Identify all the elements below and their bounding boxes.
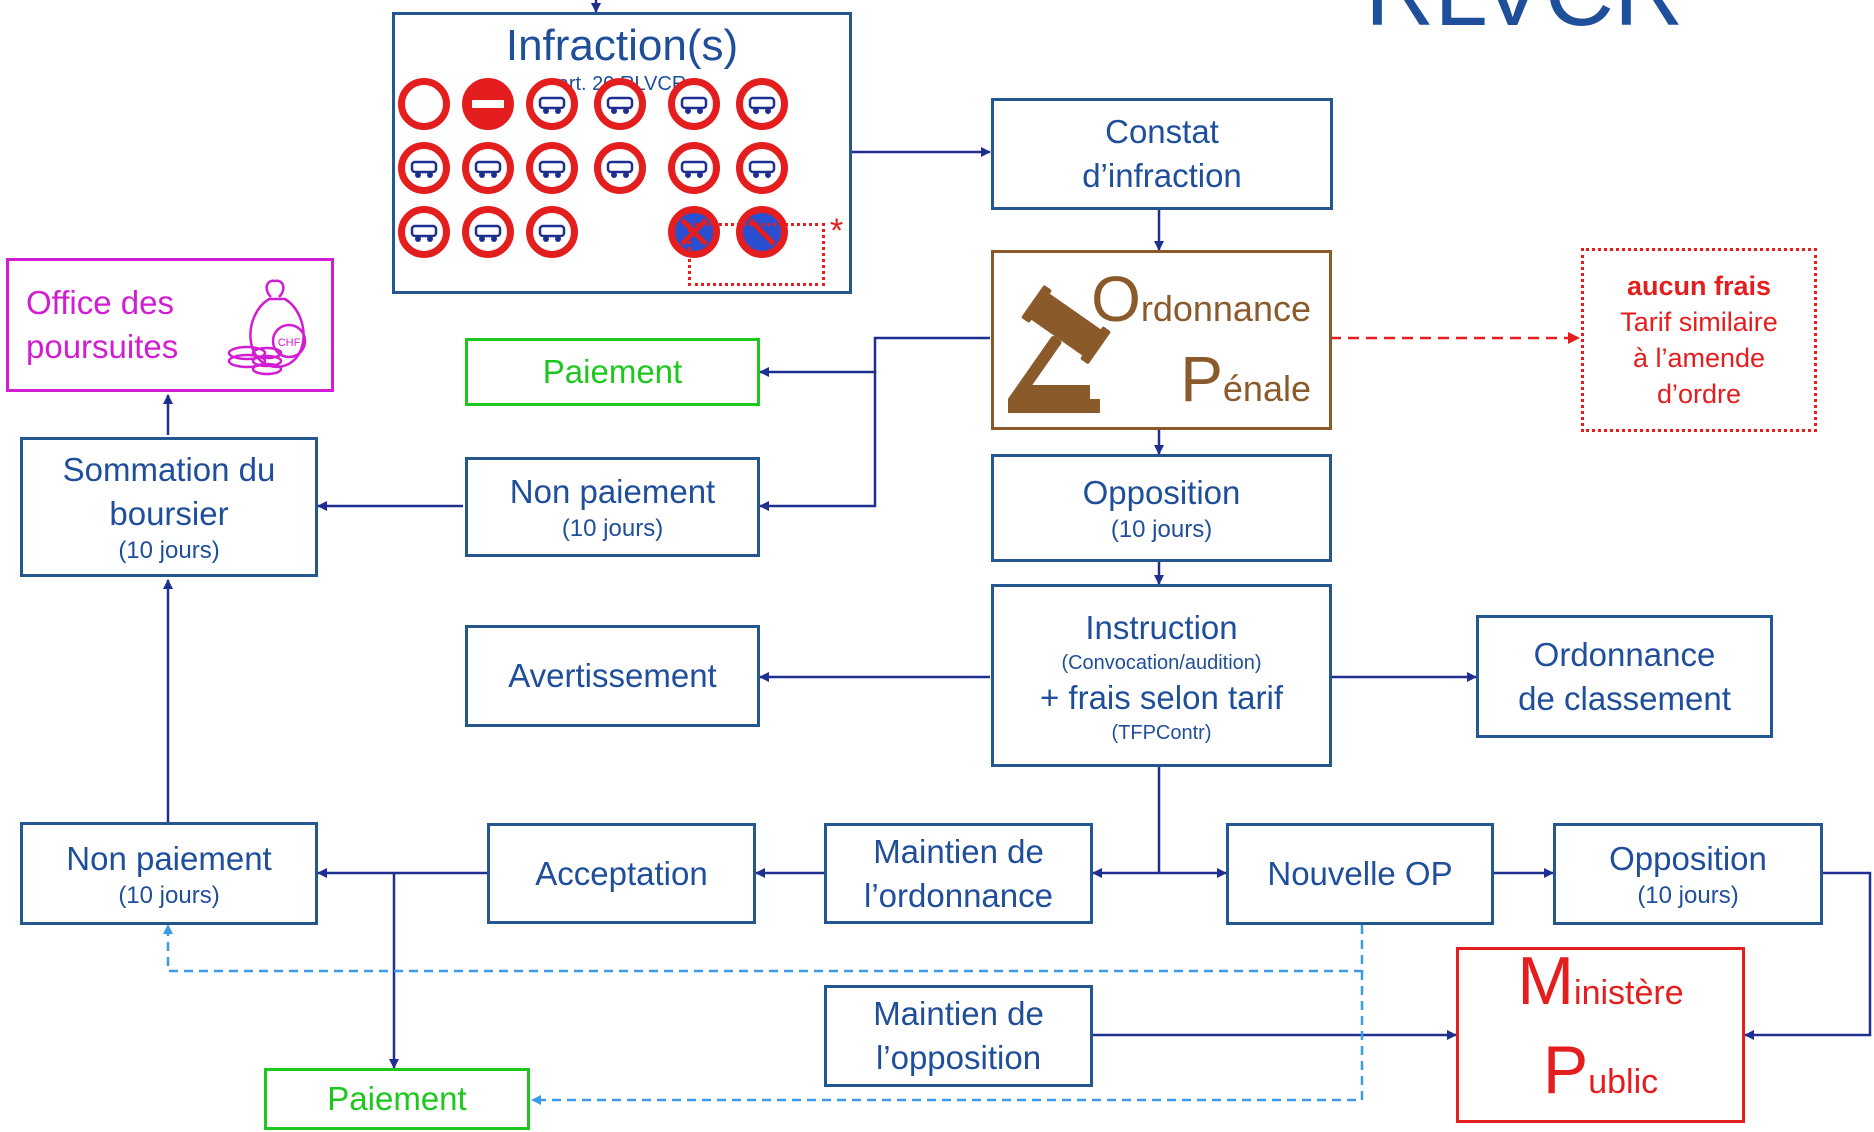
no-pedestrians-sign-icon [736, 142, 788, 194]
constat-box: Constat d’infraction [991, 98, 1333, 210]
classement-line2: de classement [1518, 679, 1731, 717]
maintien-opposition-box: Maintien de l’opposition [824, 985, 1093, 1087]
non-paiement-top-box: Non paiement (10 jours) [465, 457, 760, 557]
acceptation-box: Acceptation [487, 823, 756, 924]
maintien-opposition-line1: Maintien de [873, 995, 1044, 1032]
aucun-frais-line3: d’ordre [1656, 379, 1742, 409]
maintien-opposition-line2: l’opposition [875, 1039, 1042, 1076]
no-bicycles-sign-icon [668, 78, 720, 130]
opposition-top-label: Opposition [1082, 474, 1241, 511]
infraction-asterisk: * [830, 212, 844, 250]
ministere-rest: inistère [1574, 974, 1684, 1012]
constat-line1: Constat [1105, 113, 1219, 150]
no-parking-sign-icon [736, 206, 788, 258]
non-paiement-top-label: Non paiement [509, 473, 716, 510]
no-vehicles-sign-icon [398, 78, 450, 130]
money-bag-icon: CHF [227, 279, 307, 376]
non-paiement-bottom-delay: (10 jours) [118, 881, 220, 909]
ordonnance-initial: O [1091, 263, 1141, 335]
aucun-frais-box: aucun frais Tarif similaire à l’amende d… [1581, 248, 1817, 432]
avertissement-label: Avertissement [508, 657, 717, 694]
non-paiement-top-delay: (10 jours) [561, 515, 664, 542]
maintien-ordonnance-line2: l’ordonnance [864, 876, 1053, 914]
no-cars-sign-icon [526, 78, 578, 130]
public-rest: ublic [1588, 1063, 1659, 1101]
classement-line1: Ordonnance [1533, 635, 1716, 673]
office-line2: poursuites [26, 328, 179, 365]
no-inline-skates-sign-icon [526, 206, 578, 258]
non-paiement-bottom-box: Non paiement (10 jours) [20, 822, 318, 925]
paiement-bottom-box: Paiement [264, 1068, 530, 1130]
public-word: Public [1543, 1035, 1658, 1124]
no-motor-vehicles-sign-icon [594, 142, 646, 194]
corner-title: RLVCR [1365, 0, 1683, 48]
ordonnance-word: Ordonnance [1091, 267, 1311, 331]
opposition-bottom-box: Opposition (10 jours) [1553, 823, 1823, 925]
maintien-ordonnance-line1: Maintien de [873, 832, 1044, 870]
opposition-top-delay: (10 jours) [1110, 516, 1213, 543]
non-paiement-bottom-label: Non paiement [66, 839, 272, 877]
instruction-detail: (Convocation/audition) [1061, 651, 1262, 674]
opposition-top-box: Opposition (10 jours) [991, 454, 1332, 562]
ordonnance-penale-box: Ordonnance Pénale [991, 250, 1332, 430]
ministere-initial: M [1517, 943, 1575, 1019]
no-buses-sign-icon [462, 142, 514, 194]
no-trucks-sign-icon [398, 142, 450, 194]
coin-label: CHF [278, 337, 301, 349]
penale-initial: P [1180, 343, 1223, 415]
arrow-opposition-ministere [1744, 871, 1872, 1040]
no-sledges-sign-icon [398, 206, 450, 258]
no-cycles-and-mopeds-sign-icon [668, 142, 720, 194]
dashed-arrow-nouvelle-paiement [531, 971, 1364, 1105]
ordonnance-rest: rdonnance [1140, 288, 1311, 329]
paiement-top-box: Paiement [465, 338, 760, 406]
ministere-public-box: Ministère Public [1456, 946, 1745, 1124]
gavel-icon [1008, 285, 1111, 413]
instruction-label: Instruction [1085, 608, 1238, 646]
sommation-line1: Sommation du [62, 451, 276, 488]
infraction-title: Infraction(s) [505, 21, 739, 70]
no-stopping-parking-group [688, 223, 825, 286]
avertissement-box: Avertissement [465, 625, 760, 727]
sommation-line2: boursier [109, 495, 229, 532]
sommation-delay: (10 jours) [118, 537, 220, 564]
paiement-bottom-label: Paiement [327, 1080, 467, 1117]
arrow-ordonnance-paiement [759, 336, 990, 377]
no-motorcycles-sign-icon [594, 78, 646, 130]
public-initial: P [1542, 1032, 1589, 1108]
instruction-frais: + frais selon tarif [1039, 678, 1284, 716]
paiement-top-label: Paiement [542, 353, 683, 390]
dashed-arrow-nouvelle-nonpaiement [163, 924, 1364, 973]
aucun-frais-bold: aucun frais [1626, 271, 1772, 301]
office-line1: Office des [26, 284, 174, 321]
no-skiers-sign-icon [462, 206, 514, 258]
no-entry-sign-icon [462, 78, 514, 130]
maintien-ordonnance-box: Maintien de l’ordonnance [824, 823, 1093, 924]
ministere-word: Ministère [1517, 946, 1683, 1035]
arrow-ordonnance-nonpaiement [759, 372, 877, 511]
instruction-tarif: (TFPContr) [1111, 721, 1212, 744]
constat-line2: d’infraction [1082, 157, 1242, 194]
sommation-box: Sommation du boursier (10 jours) [20, 437, 318, 577]
no-stopping-sign-icon [668, 206, 720, 258]
no-horses-sign-icon [526, 142, 578, 194]
instruction-box: Instruction (Convocation/audition) + fra… [991, 584, 1332, 767]
aucun-frais-line2: à l’amende [1632, 343, 1766, 373]
penale-word: Pénale [1180, 347, 1311, 411]
no-mopeds-sign-icon [736, 78, 788, 130]
classement-box: Ordonnance de classement [1476, 615, 1773, 738]
opposition-bottom-label: Opposition [1609, 840, 1767, 877]
nouvelle-op-box: Nouvelle OP [1226, 823, 1494, 925]
office-poursuites-box: Office des poursuites CHF [6, 258, 334, 392]
aucun-frais-line1: Tarif similaire [1620, 307, 1778, 337]
opposition-bottom-delay: (10 jours) [1637, 882, 1739, 909]
penale-rest: énale [1222, 368, 1311, 409]
acceptation-label: Acceptation [535, 854, 708, 892]
nouvelle-op-label: Nouvelle OP [1267, 855, 1453, 892]
